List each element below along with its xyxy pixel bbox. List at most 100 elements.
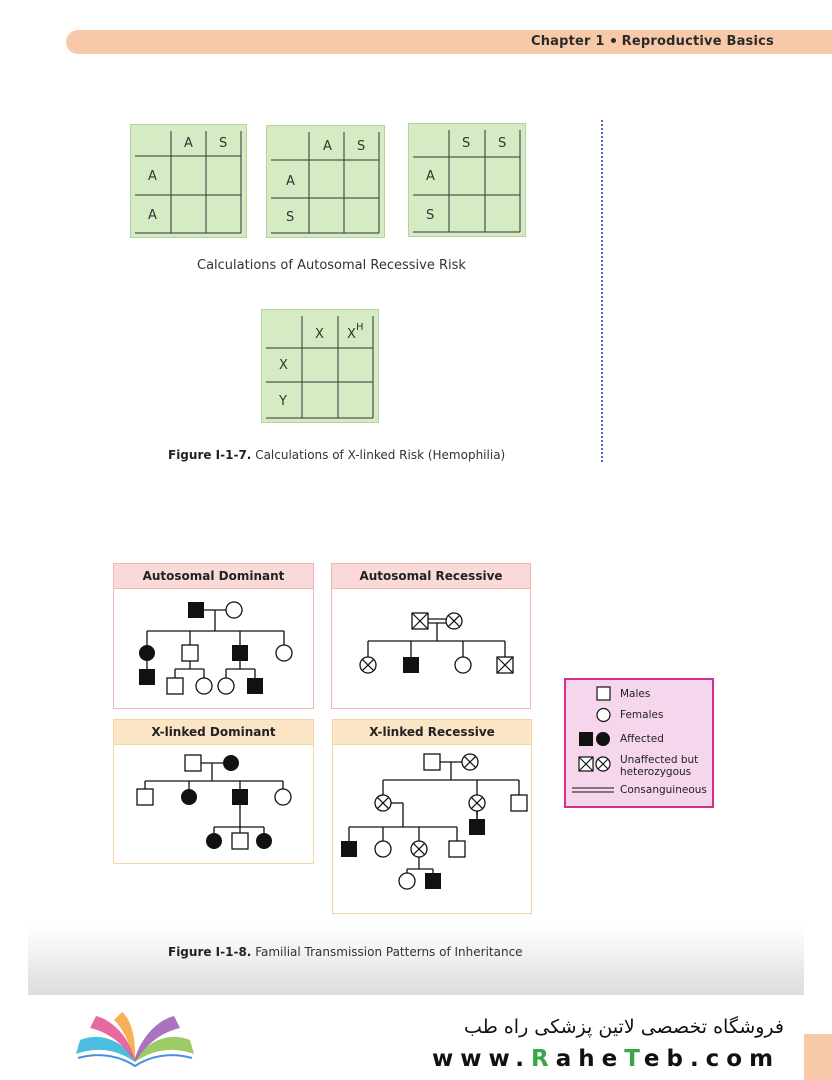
punnett-square-3: S S A S [408,123,526,237]
affected-female-icon [139,645,155,661]
female-icon [596,707,611,723]
url-part: eb.com [643,1046,781,1072]
allele-top-1: S [462,136,471,151]
affected-male-icon [341,841,357,857]
margin-divider [601,120,603,462]
figure-text: Calculations of X-linked Risk (Hemophili… [255,448,506,462]
female-icon [454,656,472,674]
legend-affected: Affected [620,733,664,745]
female-icon [275,644,293,662]
affected-female-icon [223,755,239,771]
affected-male-icon [469,819,485,835]
panel-title: Autosomal Dominant [114,564,313,589]
bullet-dot [610,38,616,43]
panel-autosomal-dominant: Autosomal Dominant [113,563,314,709]
allele-left-1: A [148,169,157,184]
legend-females: Females [620,709,664,721]
allele-left-2: A [148,208,157,223]
affected-female-icon [256,833,272,849]
legend-consanguineous: Consanguineous [620,784,707,796]
allele-left-2: Y [279,394,287,409]
female-icon [374,840,392,858]
pedigree-xlinked-recessive [341,753,528,890]
chapter-title: Reproductive Basics [621,34,774,49]
punnett-square-1: A S A A [130,124,247,238]
carrier-male-icon [496,656,514,674]
affected-female-icon [596,732,610,746]
male-icon [181,644,199,662]
store-name: فروشگاه تخصصی لاتین پزشکی راه طب [464,1016,784,1038]
panel-title: Autosomal Recessive [332,564,530,589]
carrier-female-icon [468,794,486,812]
female-icon [225,601,243,619]
allele-top-1: A [323,139,332,154]
male-icon [423,753,441,771]
allele-top-2: S [357,139,366,154]
carrier-female-icon [374,794,392,812]
url-part: R [531,1046,556,1072]
affected-male-icon [139,669,155,685]
figure-label: Figure I-1-7. [168,448,252,462]
affected-male-icon [247,678,263,694]
allele-top-1: A [184,136,193,151]
url-part: ahe [555,1046,625,1072]
affected-male-icon [579,732,593,746]
female-icon [398,872,416,890]
affected-male-icon [425,873,441,889]
male-icon [596,686,611,701]
pedigree-legend: Males Females Affected Unaffected but he… [564,678,714,808]
allele-left-1: X [279,358,288,373]
affected-male-icon [188,602,204,618]
carrier-female-icon [461,753,479,771]
url-part: www. [432,1046,532,1072]
female-icon [195,677,213,695]
male-icon [184,754,202,772]
pedigree-autosomal-dominant [139,601,293,695]
affected-female-icon [206,833,222,849]
allele-left-1: A [286,174,295,189]
affected-male-icon [232,645,248,661]
male-icon [448,840,466,858]
female-icon [217,677,235,695]
allele-top-2: S [219,136,228,151]
carrier-female-icon [595,756,611,772]
female-icon [274,788,292,806]
allele-left-1: A [426,169,435,184]
page-edge-tab [804,1034,832,1080]
allele-left-2: S [426,208,435,223]
allele-top-1: X [315,327,324,342]
carrier-male-icon [578,756,594,772]
punnett-square-2: A S A S [266,125,385,238]
male-icon [166,677,184,695]
pedigree-xlinked-dominant [136,754,292,850]
panel-title: X-linked Dominant [114,720,313,745]
store-url[interactable]: www.RaheTeb.com [432,1046,780,1072]
allele-top-2: X [347,327,356,342]
affected-male-icon [403,657,419,673]
header-bar [66,30,832,54]
url-part: T [624,1046,644,1072]
book-logo-icon [76,1012,194,1068]
panel-title: X-linked Recessive [333,720,531,745]
affected-female-icon [181,789,197,805]
carrier-female-icon [359,656,377,674]
running-header: Chapter 1 Reproductive Basics [531,34,774,49]
figure-text: Familial Transmission Patterns of Inheri… [255,945,523,959]
allele-left-2: S [286,210,295,225]
allele-superscript: H [356,322,364,333]
bottom-shadow [28,925,804,995]
carrier-female-icon [445,612,463,630]
figure-7-caption: Figure I-1-7. Calculations of X-linked R… [168,448,505,462]
figure-8-caption: Figure I-1-8. Familial Transmission Patt… [168,945,523,959]
punnett-square-xlinked: X X H X Y [261,309,379,423]
panel-xlinked-dominant: X-linked Dominant [113,719,314,864]
allele-top-2: S [498,136,507,151]
autosomal-risk-caption: Calculations of Autosomal Recessive Risk [197,258,466,273]
panel-xlinked-recessive: X-linked Recessive [332,719,532,914]
male-icon [510,794,528,812]
male-icon [136,788,154,806]
legend-carrier: Unaffected but heterozygous [620,754,699,778]
male-icon [231,832,249,850]
carrier-female-icon [410,840,428,858]
chapter-label: Chapter 1 [530,34,605,49]
